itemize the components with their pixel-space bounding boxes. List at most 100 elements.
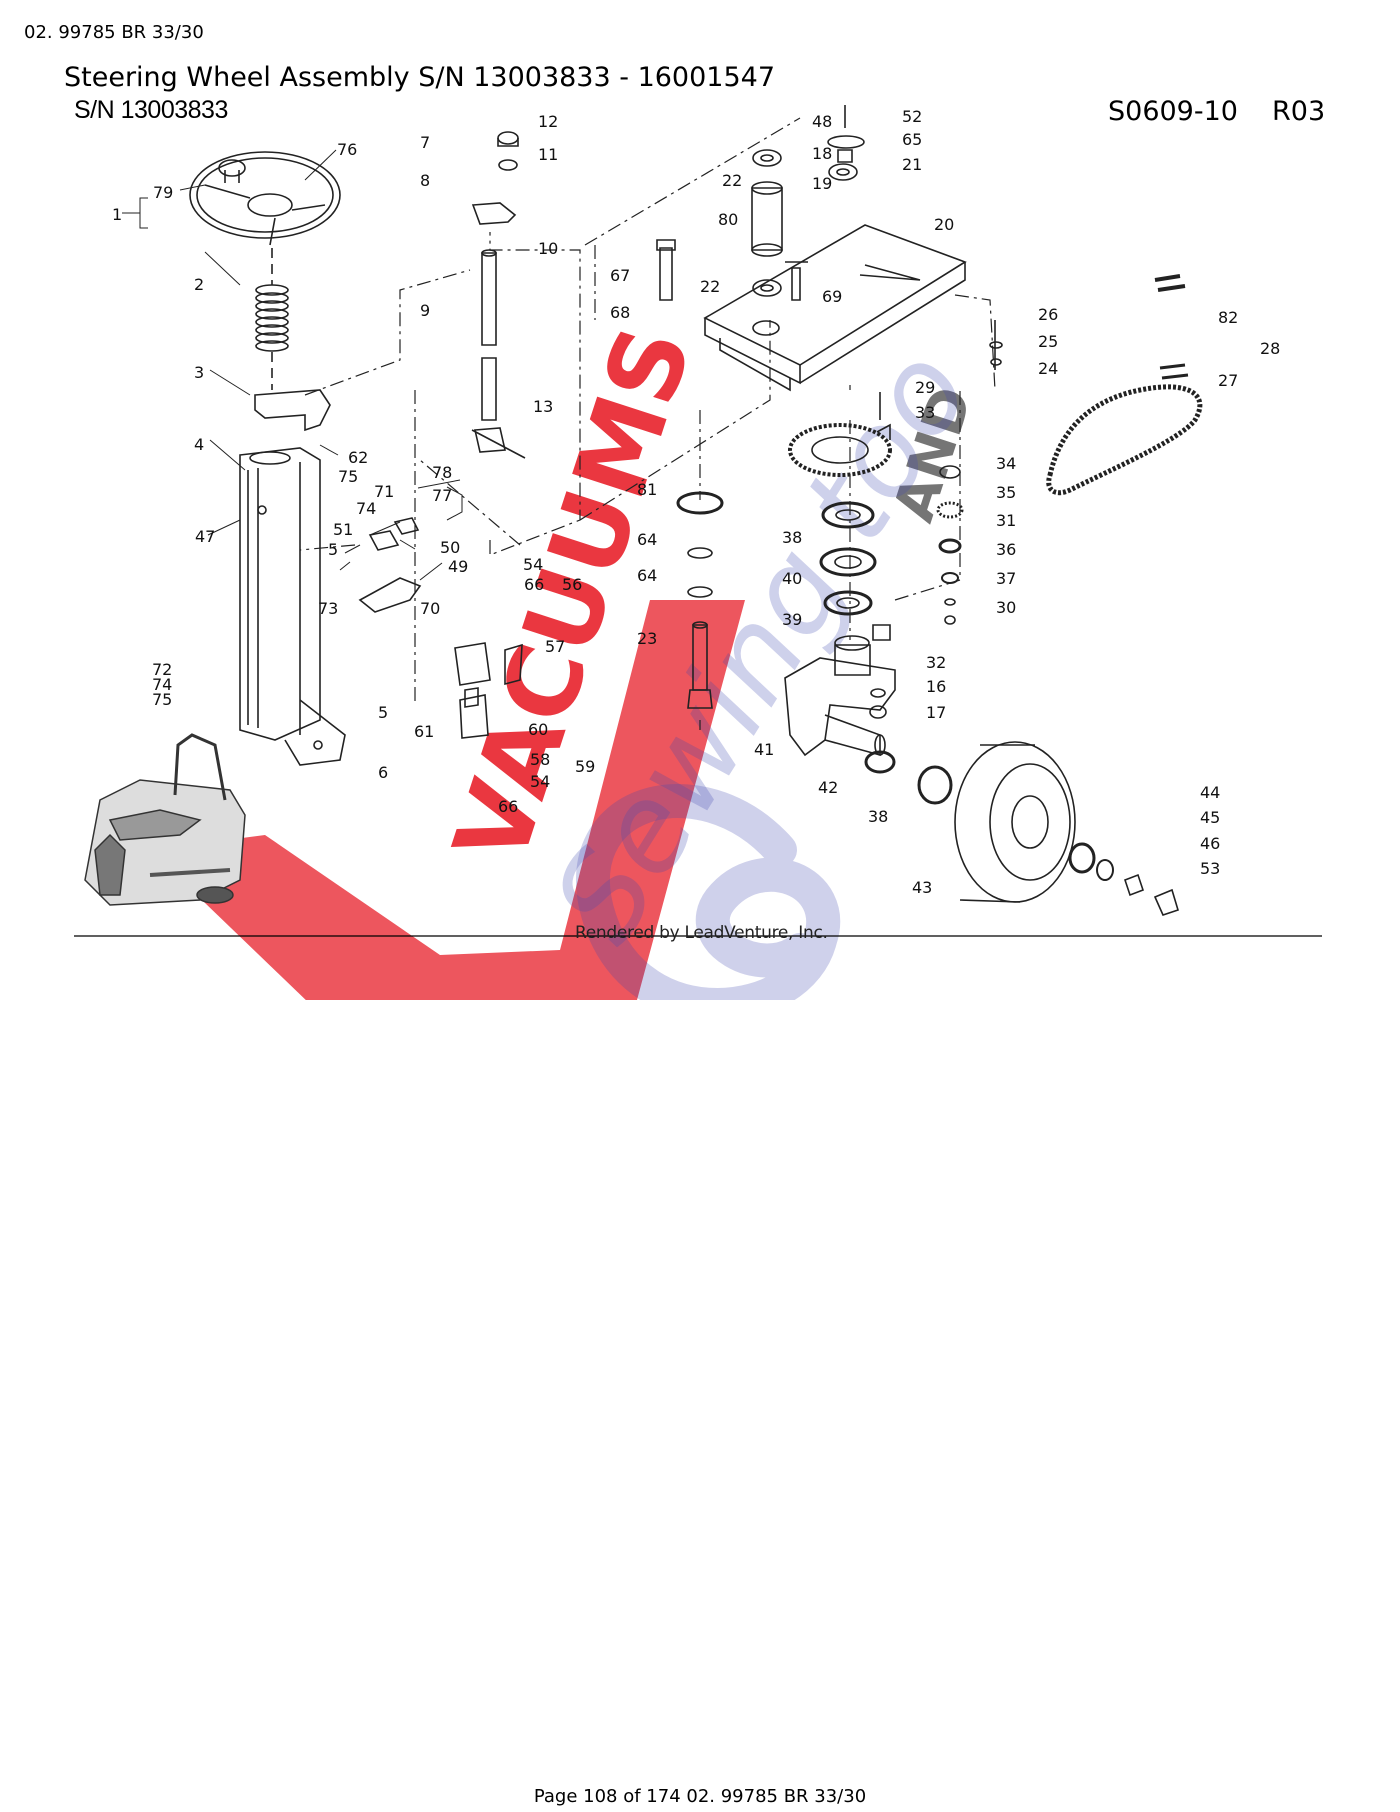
watermark-script-loop <box>576 784 840 1000</box>
column-bracket <box>254 389 331 432</box>
page-footer: Page 108 of 174 02. 99785 BR 33/30 <box>533 1786 867 1807</box>
callout-label: 56 <box>562 575 582 594</box>
callout-label: 31 <box>996 511 1016 530</box>
callout-label: 34 <box>996 454 1016 473</box>
page-title: Steering Wheel Assembly S/N 13003833 - 1… <box>64 62 775 93</box>
callout-label: 75 <box>152 690 172 709</box>
callout-label: 66 <box>498 797 518 816</box>
washer-16 <box>870 688 886 698</box>
callout-label: 57 <box>545 637 565 656</box>
callout-label: 67 <box>610 266 630 285</box>
callout-label: 48 <box>812 112 832 131</box>
callout-label: 38 <box>868 807 888 826</box>
callout-label: 1 <box>112 205 122 224</box>
bearing-stack <box>819 501 877 616</box>
callout-label: 21 <box>902 155 922 174</box>
callout-label: 11 <box>538 145 558 164</box>
switch-assembly <box>454 642 523 739</box>
callout-label: 3 <box>194 363 204 382</box>
callout-label: 49 <box>448 557 468 576</box>
callout-label: 35 <box>996 483 1016 502</box>
callout-label: 82 <box>1218 308 1238 327</box>
callout-label: 78 <box>432 463 452 482</box>
callout-label: 51 <box>333 520 353 539</box>
callout-label: 2 <box>194 275 204 294</box>
callout-label: 46 <box>1200 834 1220 853</box>
callout-label: 9 <box>420 301 430 320</box>
washer-26 <box>989 341 1003 349</box>
callout-label: 54 <box>530 772 550 791</box>
callout-label: 18 <box>812 144 832 163</box>
callout-label: 70 <box>420 599 440 618</box>
callout-label: 47 <box>195 527 215 546</box>
plate-pin <box>785 261 808 301</box>
callout-label: 25 <box>1038 332 1058 351</box>
callout-label: 76 <box>337 140 357 159</box>
callout-label: 26 <box>1038 305 1058 324</box>
callout-label: 7 <box>420 133 430 152</box>
nut-17 <box>869 705 887 719</box>
callout-label: 41 <box>754 740 774 759</box>
callout-label: 17 <box>926 703 946 722</box>
pivot-tube <box>751 105 865 297</box>
callout-label: 13 <box>533 397 553 416</box>
mounting-plate <box>703 224 967 392</box>
callout-label: 23 <box>637 629 657 648</box>
callout-label: 22 <box>700 277 720 296</box>
callout-label: 80 <box>718 210 738 229</box>
callout-label: 68 <box>610 303 630 322</box>
callout-label: 54 <box>523 555 543 574</box>
callout-label: 20 <box>934 215 954 234</box>
callout-label: 64 <box>637 566 657 585</box>
callout-label: 37 <box>996 569 1016 588</box>
switch-block-small <box>393 517 420 535</box>
gearbox-housing <box>784 635 896 757</box>
callout-label: 73 <box>318 599 338 618</box>
serial-number-label: S/N 13003833 <box>74 96 228 124</box>
callout-label: 74 <box>356 499 376 518</box>
callout-label: 44 <box>1200 783 1220 802</box>
callout-label: 40 <box>782 569 802 588</box>
callout-label: 28 <box>1260 339 1280 358</box>
callout-label: 4 <box>194 435 204 454</box>
watermark-v-shape <box>150 600 745 1000</box>
callout-label: 53 <box>1200 859 1220 878</box>
callout-label: 52 <box>902 107 922 126</box>
column-spring <box>255 284 289 390</box>
callout-label: 24 <box>1038 359 1058 378</box>
switch-block <box>368 530 400 551</box>
steering-column-housing <box>239 447 346 766</box>
callout-label: 42 <box>818 778 838 797</box>
callout-label: 59 <box>575 757 595 776</box>
callout-label: 62 <box>348 448 368 467</box>
leader-lines <box>122 149 463 581</box>
callout-label: 77 <box>432 486 452 505</box>
callout-label: 60 <box>528 720 548 739</box>
steering-shaft <box>471 131 526 459</box>
render-credit: Rendered by LeadVenture, Inc. <box>575 923 828 943</box>
callout-label: 74 <box>152 675 172 694</box>
exploded-parts-diagram: VACUUMS AND Sewing too <box>74 105 1322 1000</box>
king-pin-shaft <box>687 621 713 709</box>
callout-label: 61 <box>414 722 434 741</box>
o-ring-lower <box>687 586 713 598</box>
drawing-revision: R03 <box>1272 96 1326 127</box>
callout-label: 16 <box>926 677 946 696</box>
spacer-32 <box>872 624 891 641</box>
callout-label: 58 <box>530 750 550 769</box>
callout-label: 30 <box>996 598 1016 617</box>
callout-label: 8 <box>420 171 430 190</box>
o-ring-upper <box>687 547 713 559</box>
plate-bolt <box>656 239 676 301</box>
callout-label: 79 <box>153 183 173 202</box>
callout-label: 5 <box>378 703 388 722</box>
callout-label: 66 <box>524 575 544 594</box>
callout-label: 50 <box>440 538 460 557</box>
part-drawings <box>122 105 1203 916</box>
callout-label: 6 <box>378 763 388 782</box>
callout-label: 43 <box>912 878 932 897</box>
callout-label: 36 <box>996 540 1016 559</box>
callout-label: 27 <box>1218 371 1238 390</box>
drawing-code: S0609-10 <box>1108 96 1238 127</box>
callout-label: 19 <box>812 174 832 193</box>
